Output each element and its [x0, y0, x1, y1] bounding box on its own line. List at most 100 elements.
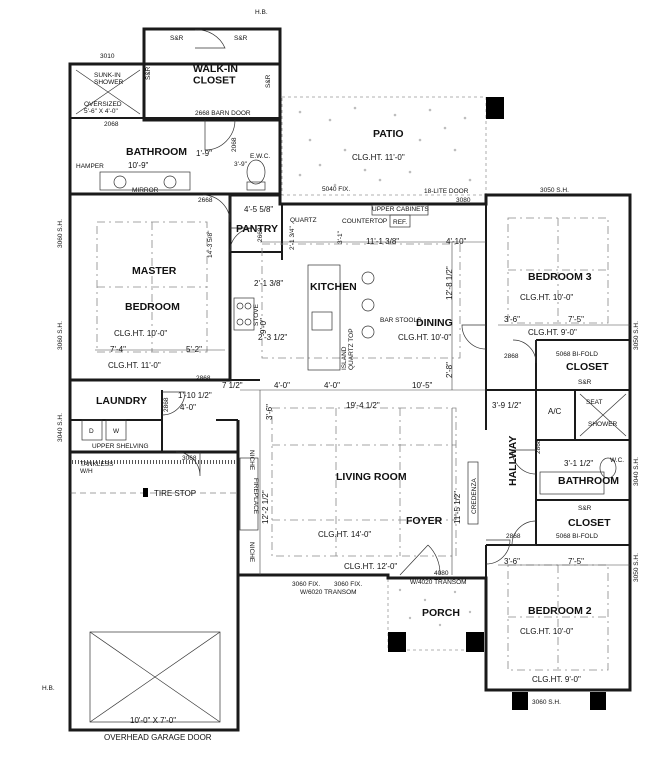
- door-3080-label: 3080: [456, 197, 471, 204]
- pantry-label: PANTRY: [236, 223, 278, 235]
- door-2868-label: 2868: [535, 439, 542, 454]
- shower-label: SHOWER: [588, 421, 618, 428]
- bedroom-3-ceiling-label: CLG.HT. 9'-0": [528, 328, 577, 337]
- dim-label: 2'-1 3/4": [289, 226, 296, 250]
- ac-label: A/C: [548, 407, 562, 416]
- dining-ceiling-label: CLG.HT. 10'-0": [398, 333, 451, 342]
- upper-cabinets-label: UPPER CABINETS: [372, 206, 429, 213]
- dim-label: 7'-5": [568, 315, 584, 324]
- dim-label: 7 1/2": [222, 381, 243, 390]
- door-2868-label: 2868: [196, 375, 211, 382]
- door-2068-label: 2068: [104, 121, 119, 128]
- dim-label: 1'-9": [196, 149, 212, 158]
- dim-label: 3'-6": [265, 404, 274, 420]
- porch-label: PORCH: [422, 607, 460, 619]
- closet-label: CLOSET: [568, 517, 611, 529]
- dimension-lines: [95, 241, 630, 575]
- wc-label: W.C.: [610, 457, 624, 464]
- garage-door-label: OVERHEAD GARAGE DOOR: [104, 733, 212, 742]
- fixtures: [75, 69, 627, 531]
- window-3060-label: 3060 S.H.: [57, 321, 64, 350]
- washer-label: W: [113, 428, 120, 435]
- window-3050-label: 3050 S.H.: [633, 321, 640, 350]
- kitchen-label: KITCHEN: [310, 281, 357, 293]
- shelf-rod-label: S&R: [170, 35, 184, 42]
- bedroom-2-ceiling-label: CLG.HT. 9'-0": [532, 675, 581, 684]
- shelf-rod-label: S&R: [578, 379, 592, 386]
- window-5040-label: 5040 FIX.: [322, 186, 350, 193]
- hose-bib-left-label: H.B.: [42, 685, 55, 692]
- master-bedroom-label: MASTER: [132, 265, 177, 277]
- shelf-rod-label: S&R: [234, 35, 248, 42]
- door-4080-label: 4080: [434, 570, 449, 577]
- door-2868-label: 2868: [506, 533, 521, 540]
- shelf-rod-label: S&R: [265, 74, 272, 88]
- laundry-label: LAUNDRY: [96, 395, 147, 407]
- dim-label: 2'-3 1/2": [258, 333, 287, 342]
- window-3060-label: 3060 S.H.: [532, 699, 561, 706]
- refrigerator-label: REF.: [393, 219, 407, 226]
- bedroom-3-label: BEDROOM 3: [528, 271, 592, 283]
- door-2868-label: 2868: [504, 353, 519, 360]
- dim-label: 3'-1 1/2": [564, 459, 593, 468]
- dim-label: 19'-4 1/2": [346, 401, 380, 410]
- mirror-label: MIRROR: [132, 187, 159, 194]
- door-2868-label: 2868: [163, 397, 170, 412]
- dining-label: DINING: [416, 317, 453, 329]
- dim-label: 3'-1": [337, 230, 344, 244]
- bifold-label: 5068 BI-FOLD: [556, 351, 598, 358]
- bedroom-2-ceiling-label: CLG.HT. 10'-0": [520, 627, 573, 636]
- window-3060-label: 3040 S.H.: [57, 413, 64, 442]
- dryer-label: D: [89, 428, 94, 435]
- credenza-label: CREDENZA: [471, 478, 478, 514]
- window-3040-label: 3040 S.H.: [633, 457, 640, 486]
- dim-label: 4'-5 5/8": [244, 205, 273, 214]
- exterior-posts: [512, 692, 606, 710]
- dim-label: 3'-9 1/2": [492, 401, 521, 410]
- patio-ceiling-label: CLG.HT. 11'-0": [352, 153, 405, 162]
- ewc-label: E.W.C.: [250, 153, 270, 160]
- dim-label: 12'-8 1/2": [445, 266, 454, 300]
- dim-label: 3'-9": [234, 161, 248, 168]
- door-2068-label: 2068: [231, 137, 238, 152]
- dim-label: 11'-1 3/8": [366, 237, 399, 246]
- dim-label: 3'-6": [504, 315, 520, 324]
- hose-bib-top-label: H.B.: [255, 9, 268, 16]
- bedroom-2-label: BEDROOM 2: [528, 605, 592, 617]
- dim-label: 1'-10 1/2": [178, 391, 212, 400]
- foyer-label: FOYER: [406, 515, 443, 527]
- stove-label: STOVE: [253, 303, 260, 326]
- dim-label: 12'-2 1/2": [261, 490, 270, 524]
- dim-label: 4'-0": [324, 381, 340, 390]
- dim-label: 11'-5 1/2": [453, 491, 462, 524]
- shelf-rod-label: S&R: [145, 66, 152, 80]
- countertop-label: COUNTERTOP: [342, 218, 387, 225]
- dim-label: 4'-10": [446, 237, 467, 246]
- shelf-rod-label: S&R: [578, 505, 592, 512]
- lite-door-label: 18-LITE DOOR: [424, 188, 469, 195]
- master-bath-dim: 10'-9": [128, 161, 149, 170]
- door-2668-label: 2668: [198, 197, 213, 204]
- hall-bath-label: BATHROOM: [558, 475, 619, 487]
- dim-label: 5'-2": [186, 345, 202, 354]
- upper-shelving-label: UPPER SHELVING: [92, 443, 149, 450]
- master-bath-label: BATHROOM: [126, 146, 187, 158]
- island-label: ISLANDQUARTZ TOP: [341, 328, 355, 370]
- living-ceiling-label: CLG.HT. 14'-0": [318, 530, 371, 539]
- foyer-ceiling-label: CLG.HT. 12'-0": [344, 562, 397, 571]
- dim-label: 9'-0": [259, 318, 268, 334]
- hamper-label: HAMPER: [76, 163, 104, 170]
- garage-area: [68, 450, 240, 732]
- hallway-label: HALLWAY: [507, 436, 519, 486]
- dim-label: 2'-8": [445, 362, 454, 378]
- seat-label: SEAT: [586, 399, 603, 406]
- quartz-label: QUARTZ: [290, 217, 317, 224]
- door-2668-label: 2668: [257, 227, 264, 242]
- dim-label: 4'-0": [274, 381, 290, 390]
- master-bedroom-label: BEDROOM: [125, 301, 180, 313]
